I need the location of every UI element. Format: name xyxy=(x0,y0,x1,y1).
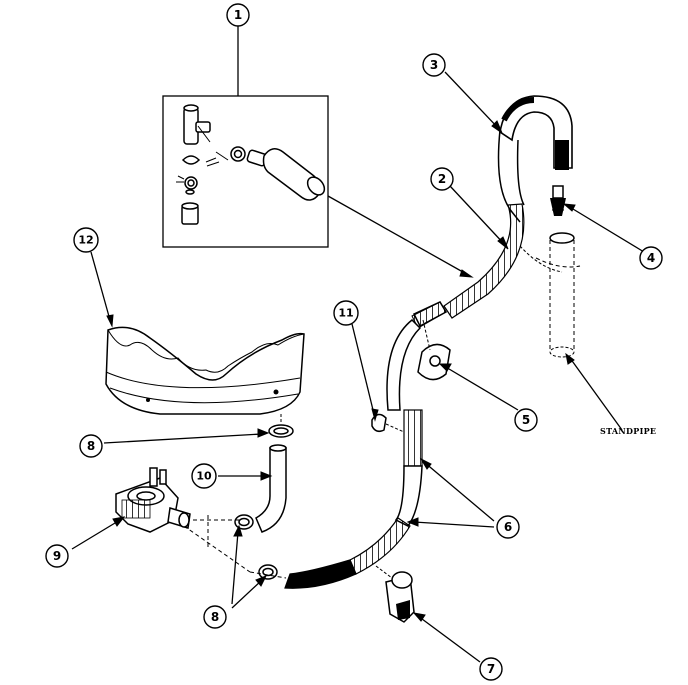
callout-2: 2 xyxy=(430,167,454,191)
callout-2-label: 2 xyxy=(438,172,446,186)
drain-pump xyxy=(115,467,191,533)
callout-8-lower-label: 8 xyxy=(211,610,219,624)
callout-5: 5 xyxy=(514,408,538,432)
hose-bracket xyxy=(375,565,415,623)
callout-11: 11 xyxy=(333,300,359,326)
callout-11-label: 11 xyxy=(338,307,353,320)
hose-clip xyxy=(417,319,451,381)
callout-4-label: 4 xyxy=(647,251,655,265)
callout-9-label: 9 xyxy=(53,549,61,563)
callout-12-label: 12 xyxy=(78,234,93,247)
standpipe-label: STANDPIPE xyxy=(600,426,656,436)
hose-kit-inset xyxy=(162,26,329,248)
hose-clip-small xyxy=(371,413,405,433)
callout-6: 6 xyxy=(496,515,520,539)
callout-7-label: 7 xyxy=(487,662,495,676)
callout-5-label: 5 xyxy=(522,413,530,427)
callout-8-lower: 8 xyxy=(203,605,227,629)
hose-clamps-lower xyxy=(183,514,287,580)
drain-hose xyxy=(284,129,525,589)
callout-7: 7 xyxy=(479,657,503,681)
callout-10: 10 xyxy=(191,463,217,489)
callout-4: 4 xyxy=(639,246,663,270)
callout-3: 3 xyxy=(422,53,446,77)
pump-hose xyxy=(255,444,287,533)
callout-12: 12 xyxy=(73,227,99,253)
callout-6-label: 6 xyxy=(504,520,512,534)
callout-8-upper-label: 8 xyxy=(87,439,95,453)
callout-1: 1 xyxy=(226,3,250,27)
callout-3-label: 3 xyxy=(430,58,438,72)
standpipe xyxy=(519,232,581,358)
callout-10-label: 10 xyxy=(196,470,212,483)
hose-clamp-upper xyxy=(268,414,294,438)
tub-cover xyxy=(105,326,305,415)
standpipe-hook xyxy=(499,95,573,170)
callout-1-label: 1 xyxy=(234,8,242,22)
leader-lines xyxy=(71,71,645,663)
callout-9: 9 xyxy=(45,544,69,568)
tie-strap xyxy=(550,185,566,216)
callout-8-upper: 8 xyxy=(79,434,103,458)
